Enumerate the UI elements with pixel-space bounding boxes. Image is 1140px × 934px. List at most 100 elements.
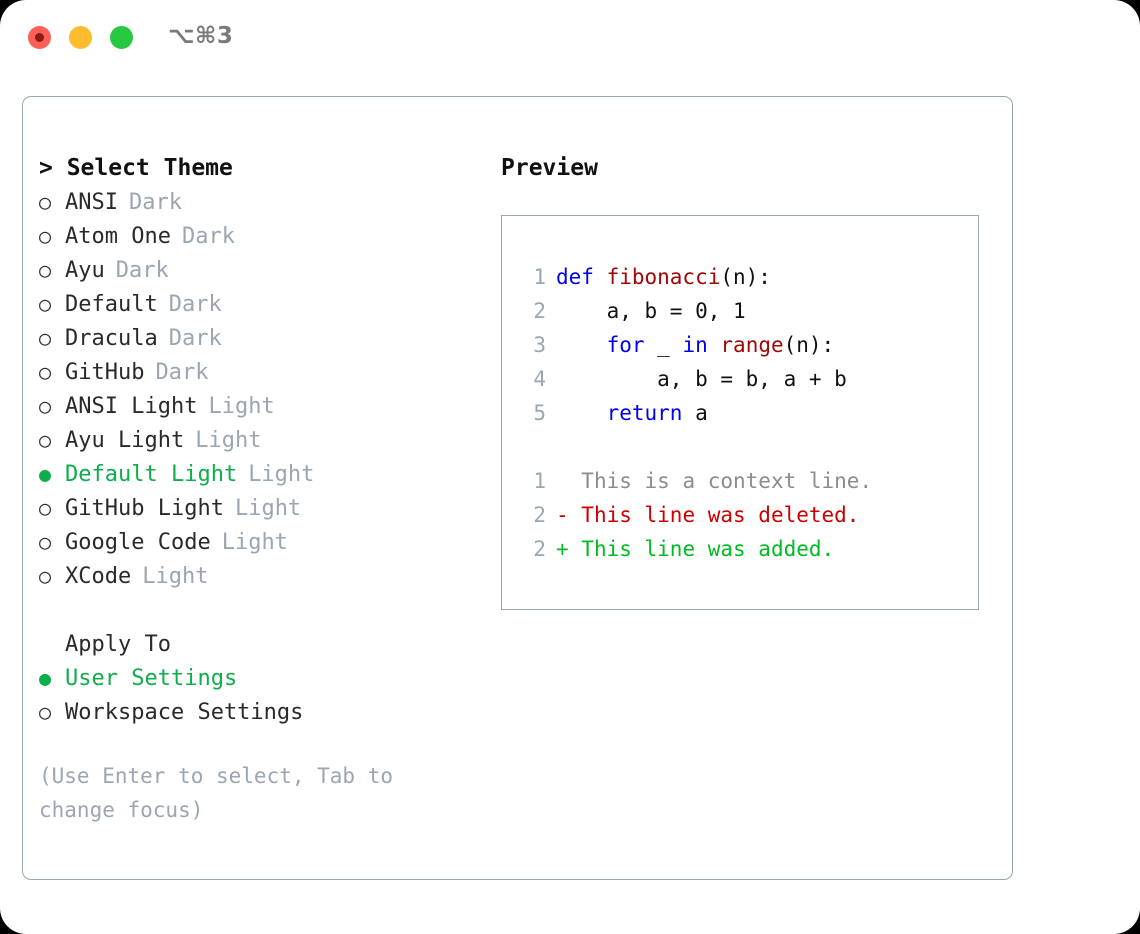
diff-sample: 1 This is a context line.2- This line wa…: [518, 464, 978, 566]
theme-name: XCode: [65, 564, 132, 589]
theme-name: GitHub Light: [65, 496, 224, 521]
diff-line: 1 This is a context line.: [518, 464, 978, 498]
apply-to-label: Workspace Settings: [65, 700, 304, 725]
line-number: 4: [533, 367, 546, 391]
theme-list-item[interactable]: ○ ANSI Light Light: [39, 389, 489, 423]
theme-list-item[interactable]: ● Default Light Light: [39, 457, 489, 491]
diff-text: This line was added.: [581, 537, 835, 561]
select-theme-heading: > Select Theme: [39, 155, 233, 181]
code-diff-gap: [518, 430, 978, 464]
apply-to-heading-label: Apply To: [65, 632, 171, 657]
theme-name: Ayu: [65, 258, 105, 283]
code-text: def fibonacci(n):: [556, 260, 771, 294]
apply-to-item[interactable]: ● User Settings: [39, 661, 489, 695]
radio-unselected-icon[interactable]: ○: [39, 530, 52, 554]
theme-name: Default: [65, 292, 158, 317]
theme-category-tag: Dark: [155, 360, 209, 385]
code-token: [556, 333, 607, 357]
line-number: 1: [533, 265, 546, 289]
theme-category-tag: Light: [248, 462, 315, 487]
theme-category-tag: Light: [142, 564, 209, 589]
code-text: a, b = b, a + b: [556, 362, 847, 396]
zoom-button[interactable]: [110, 26, 133, 49]
radio-unselected-icon[interactable]: ○: [39, 190, 52, 214]
keyboard-shortcut-label: ⌥⌘3: [168, 23, 234, 49]
theme-list-item[interactable]: ○ Google Code Light: [39, 525, 489, 559]
radio-unselected-icon[interactable]: ○: [39, 700, 52, 724]
radio-unselected-icon[interactable]: ○: [39, 292, 52, 316]
code-token: (n):: [720, 265, 771, 289]
theme-category-tag: Dark: [168, 326, 222, 351]
traffic-light-buttons: [28, 26, 133, 49]
apply-to-list[interactable]: ● User Settings ○ Workspace Settings: [39, 661, 489, 729]
theme-list-item[interactable]: ○ XCode Light: [39, 559, 489, 593]
theme-list-item[interactable]: ○ Default Dark: [39, 287, 489, 321]
theme-category-tag: Light: [208, 394, 275, 419]
code-text: a, b = 0, 1: [556, 294, 746, 328]
title-bar: ⌥⌘3: [0, 0, 1140, 78]
apply-to-heading-bullet-placeholder: ○: [39, 627, 65, 661]
diff-marker: +: [556, 537, 582, 561]
theme-name: Atom One: [65, 224, 171, 249]
radio-unselected-icon[interactable]: ○: [39, 224, 52, 248]
code-text: return a: [556, 396, 708, 430]
apply-to-item[interactable]: ○ Workspace Settings: [39, 695, 489, 729]
radio-selected-icon[interactable]: ●: [39, 462, 52, 486]
theme-category-tag: Dark: [128, 190, 182, 215]
radio-unselected-icon[interactable]: ○: [39, 564, 52, 588]
radio-unselected-icon[interactable]: ○: [39, 394, 52, 418]
radio-selected-icon[interactable]: ●: [39, 666, 52, 690]
diff-marker: [556, 464, 581, 498]
apply-to-heading-row: ○ Apply To: [39, 627, 489, 661]
theme-name: Google Code: [65, 530, 211, 555]
minimize-button[interactable]: [69, 26, 92, 49]
theme-name: ANSI: [65, 190, 118, 215]
line-number: 2: [533, 299, 546, 323]
code-token: a: [682, 401, 708, 425]
code-token: [708, 333, 721, 357]
diff-text: This line was deleted.: [581, 503, 860, 527]
diff-text: This is a context line.: [581, 469, 873, 493]
theme-list-item[interactable]: ○ Ayu Dark: [39, 253, 489, 287]
line-number: 5: [533, 401, 546, 425]
code-token: for: [606, 333, 645, 357]
diff-line: 2- This line was deleted.: [518, 498, 978, 532]
theme-category-tag: Dark: [115, 258, 169, 283]
theme-list-item[interactable]: ○ ANSI Dark: [39, 185, 489, 219]
code-token: a, b = 0, 1: [556, 299, 746, 323]
theme-name: Ayu Light: [65, 428, 185, 453]
close-button[interactable]: [28, 26, 51, 49]
theme-category-tag: Dark: [168, 292, 222, 317]
code-token: in: [682, 333, 708, 357]
theme-category-tag: Light: [234, 496, 302, 521]
code-token: range: [720, 333, 784, 357]
radio-unselected-icon[interactable]: ○: [39, 360, 52, 384]
code-token: (n):: [783, 333, 835, 357]
radio-unselected-icon[interactable]: ○: [39, 496, 52, 520]
code-token: return: [606, 401, 683, 425]
code-text: for _ in range(n):: [556, 328, 835, 362]
theme-name: ANSI Light: [65, 394, 198, 419]
radio-unselected-icon[interactable]: ○: [39, 258, 52, 282]
list-spacer: [39, 593, 489, 627]
theme-category-tag: Light: [221, 530, 288, 555]
theme-list-item[interactable]: ○ GitHub Light Light: [39, 491, 489, 525]
diff-marker: -: [556, 503, 582, 527]
radio-unselected-icon[interactable]: ○: [39, 428, 52, 452]
apply-to-label: User Settings: [65, 666, 238, 691]
theme-name: Default Light: [65, 462, 238, 487]
code-token: def: [556, 265, 607, 289]
line-number: 2: [533, 537, 546, 561]
radio-unselected-icon[interactable]: ○: [39, 326, 52, 350]
